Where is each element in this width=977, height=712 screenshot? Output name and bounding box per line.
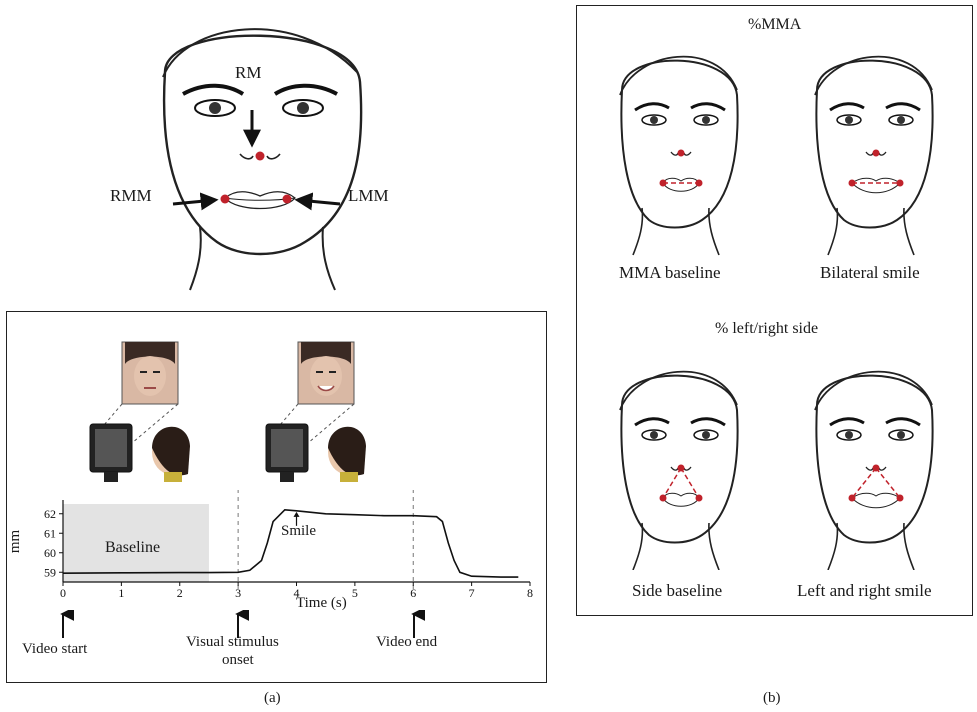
- neck: [632, 207, 720, 256]
- neck: [827, 207, 915, 256]
- lmm-label: LMM: [348, 186, 389, 205]
- rmm-label: RMM: [110, 186, 152, 205]
- eyebrows: [829, 417, 921, 427]
- x-tick-label-8: 8: [527, 586, 533, 600]
- neck: [632, 522, 720, 570]
- left-eye: [641, 114, 667, 126]
- x-tick-label-2: 2: [177, 586, 183, 600]
- right-pupil: [702, 116, 710, 124]
- lr-title: % left/right side: [715, 320, 819, 337]
- left-pupil: [650, 116, 658, 124]
- mma-title: %MMA: [748, 16, 802, 33]
- right-pupil: [702, 431, 710, 439]
- left-pupil: [845, 116, 853, 124]
- hairline: [814, 55, 933, 96]
- caption-a: (a): [264, 690, 281, 706]
- x-tick-label-6: 6: [410, 586, 416, 600]
- smile-annotation-arrowhead: [293, 511, 300, 517]
- hairline: [814, 370, 933, 411]
- video-end-label: Video end: [376, 634, 438, 650]
- head-outline: [620, 59, 739, 229]
- mma-baseline-label: MMA baseline: [619, 263, 721, 282]
- right-eye: [693, 429, 719, 441]
- right-pupil: [897, 431, 905, 439]
- left-side-distance-line: [875, 467, 901, 499]
- face-side-baseline: [619, 370, 739, 570]
- x-tick-label-1: 1: [118, 586, 124, 600]
- left-mouth-corner-landmark: [896, 179, 904, 187]
- rmm-arrow: [172, 192, 219, 211]
- bilateral-smile-label: Bilateral smile: [820, 263, 920, 282]
- left-eye: [836, 114, 862, 126]
- head-outline: [620, 374, 739, 544]
- lips: [662, 492, 700, 507]
- left-eye: [836, 429, 862, 441]
- yaxis-label: mm: [7, 529, 24, 554]
- right-eye: [888, 429, 914, 441]
- measurement-panel: [576, 5, 973, 616]
- left-right-smile-label: Left and right smile: [797, 581, 932, 600]
- nose-landmark: [872, 149, 880, 157]
- right-pupil: [897, 116, 905, 124]
- lips: [851, 177, 901, 194]
- left-side-distance-line: [680, 467, 700, 499]
- y-tick-label-61: 61: [44, 526, 56, 540]
- video-start-label: Video start: [22, 641, 88, 657]
- eyebrows: [634, 417, 726, 427]
- face-landmarks-diagram: [162, 28, 363, 291]
- stimulus-illustrations: [89, 341, 366, 482]
- smile-trace-line: [62, 508, 519, 578]
- left-eyebrow: [182, 83, 245, 96]
- nose-landmark: [677, 149, 685, 157]
- lips: [662, 177, 700, 192]
- smile-label: Smile: [281, 523, 317, 539]
- event-arrows: [60, 610, 426, 638]
- y-tick-label-62: 62: [44, 507, 56, 521]
- rm-landmark: [255, 151, 265, 161]
- x-tick-label-5: 5: [352, 586, 358, 600]
- y-tick-label-59: 59: [44, 565, 56, 579]
- face-mma-baseline: [619, 55, 739, 256]
- stimulus-onset-label-1: Visual stimulus: [186, 634, 279, 650]
- x-tick-label-4: 4: [294, 586, 300, 600]
- timeline-panel: [6, 311, 547, 683]
- x-tick-label-0: 0: [60, 586, 66, 600]
- caption-b: (b): [763, 690, 781, 706]
- x-tick-label-3: 3: [235, 586, 241, 600]
- left-eye: [641, 429, 667, 441]
- neck: [827, 522, 915, 570]
- smile-trace-chart: 0 1 2 3 4 5 6 7 8 59 60 61 62: [44, 490, 533, 600]
- rm-label: RM: [235, 63, 262, 82]
- eyebrows: [634, 102, 726, 112]
- xaxis-label: Time (s): [296, 595, 347, 611]
- y-tick-label-60: 60: [44, 546, 56, 560]
- baseline-label: Baseline: [105, 539, 161, 556]
- right-side-distance-line: [851, 467, 877, 499]
- stimulus-onset-label-2: onset: [222, 652, 254, 668]
- right-side-distance-line: [662, 467, 682, 499]
- side-baseline-label: Side baseline: [632, 581, 723, 600]
- hairline: [619, 370, 738, 411]
- lmm-arrow: [294, 192, 341, 211]
- face-bilateral-smile: [814, 55, 934, 256]
- lips: [851, 492, 901, 509]
- head-outline: [815, 59, 934, 229]
- left-pupil: [845, 431, 853, 439]
- head-outline: [162, 34, 363, 256]
- right-eye: [693, 114, 719, 126]
- left-pupil: [650, 431, 658, 439]
- eyebrows: [829, 102, 921, 112]
- mini-face-diagrams: [619, 55, 934, 570]
- x-tick-label-7: 7: [469, 586, 475, 600]
- face-left-right-smile: [814, 370, 934, 570]
- hairline: [619, 55, 738, 96]
- baseline-region: [63, 504, 209, 582]
- right-eye: [888, 114, 914, 126]
- head-outline: [815, 374, 934, 544]
- lmm-landmark: [282, 194, 292, 204]
- right-eyebrow: [273, 83, 338, 96]
- rmm-landmark: [220, 194, 230, 204]
